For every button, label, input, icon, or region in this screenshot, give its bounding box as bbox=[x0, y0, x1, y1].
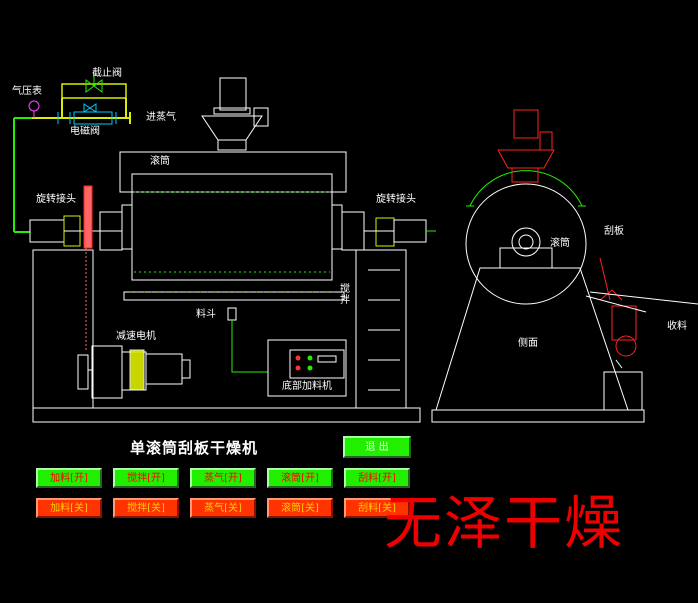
stir-on-button[interactable]: 搅拌[开] bbox=[113, 468, 179, 488]
top-motor bbox=[201, 77, 269, 151]
stop-valve-icon bbox=[85, 76, 103, 93]
exit-button[interactable]: 退 出 bbox=[343, 436, 411, 458]
label-stop-valve: 截止阀 bbox=[92, 68, 122, 79]
steam-on-button[interactable]: 蒸气[开] bbox=[190, 468, 256, 488]
label-discharge: 收料 bbox=[667, 321, 687, 332]
label-side-view: 侧面 bbox=[518, 338, 538, 349]
scrape-off-button[interactable]: 刮料[关] bbox=[344, 498, 410, 518]
solenoid-valve-icon bbox=[57, 103, 117, 125]
label-drum: 滚筒 bbox=[150, 156, 170, 167]
pressure-gauge-icon bbox=[28, 100, 40, 118]
label-hopper: 料斗 bbox=[196, 309, 216, 320]
steam-piping bbox=[13, 83, 131, 233]
label-scraper: 刮板 bbox=[604, 226, 624, 237]
feed-off-button[interactable]: 加料[关] bbox=[36, 498, 102, 518]
page-title: 单滚筒刮板干燥机 bbox=[130, 439, 259, 457]
scraper bbox=[585, 257, 698, 369]
rotary-joint-right bbox=[341, 211, 436, 251]
drum-off-button[interactable]: 滚筒[关] bbox=[267, 498, 333, 518]
bottom-feeder bbox=[231, 320, 347, 397]
drive-gear bbox=[83, 185, 93, 350]
steam-off-button[interactable]: 蒸气[关] bbox=[190, 498, 256, 518]
label-bottom-feeder: 底部加料机 bbox=[282, 381, 332, 392]
rotary-joint-left bbox=[29, 211, 123, 251]
machine-frame bbox=[32, 151, 421, 423]
feed-on-button[interactable]: 加料[开] bbox=[36, 468, 102, 488]
scrape-on-button[interactable]: 刮料[开] bbox=[344, 468, 410, 488]
label-steam-in: 进蒸气 bbox=[146, 112, 176, 123]
label-solenoid-valve: 电磁阀 bbox=[70, 126, 100, 137]
label-gauge: 气压表 bbox=[12, 86, 42, 97]
reducer-motor bbox=[77, 345, 191, 399]
label-rotary-joint-left: 旋转接头 bbox=[36, 194, 76, 205]
label-reducer-motor: 减速电机 bbox=[116, 331, 156, 342]
side-view bbox=[431, 170, 645, 423]
drum-on-button[interactable]: 滚筒[开] bbox=[267, 468, 333, 488]
brand-watermark: 无泽干燥 bbox=[384, 489, 625, 557]
label-side-drum: 滚筒 bbox=[550, 238, 570, 249]
label-stir: 搅拌 bbox=[340, 284, 350, 306]
hopper bbox=[123, 291, 345, 321]
drum bbox=[121, 173, 343, 281]
label-rotary-joint-right: 旋转接头 bbox=[376, 194, 416, 205]
stir-off-button[interactable]: 搅拌[关] bbox=[113, 498, 179, 518]
side-motor bbox=[497, 109, 555, 183]
